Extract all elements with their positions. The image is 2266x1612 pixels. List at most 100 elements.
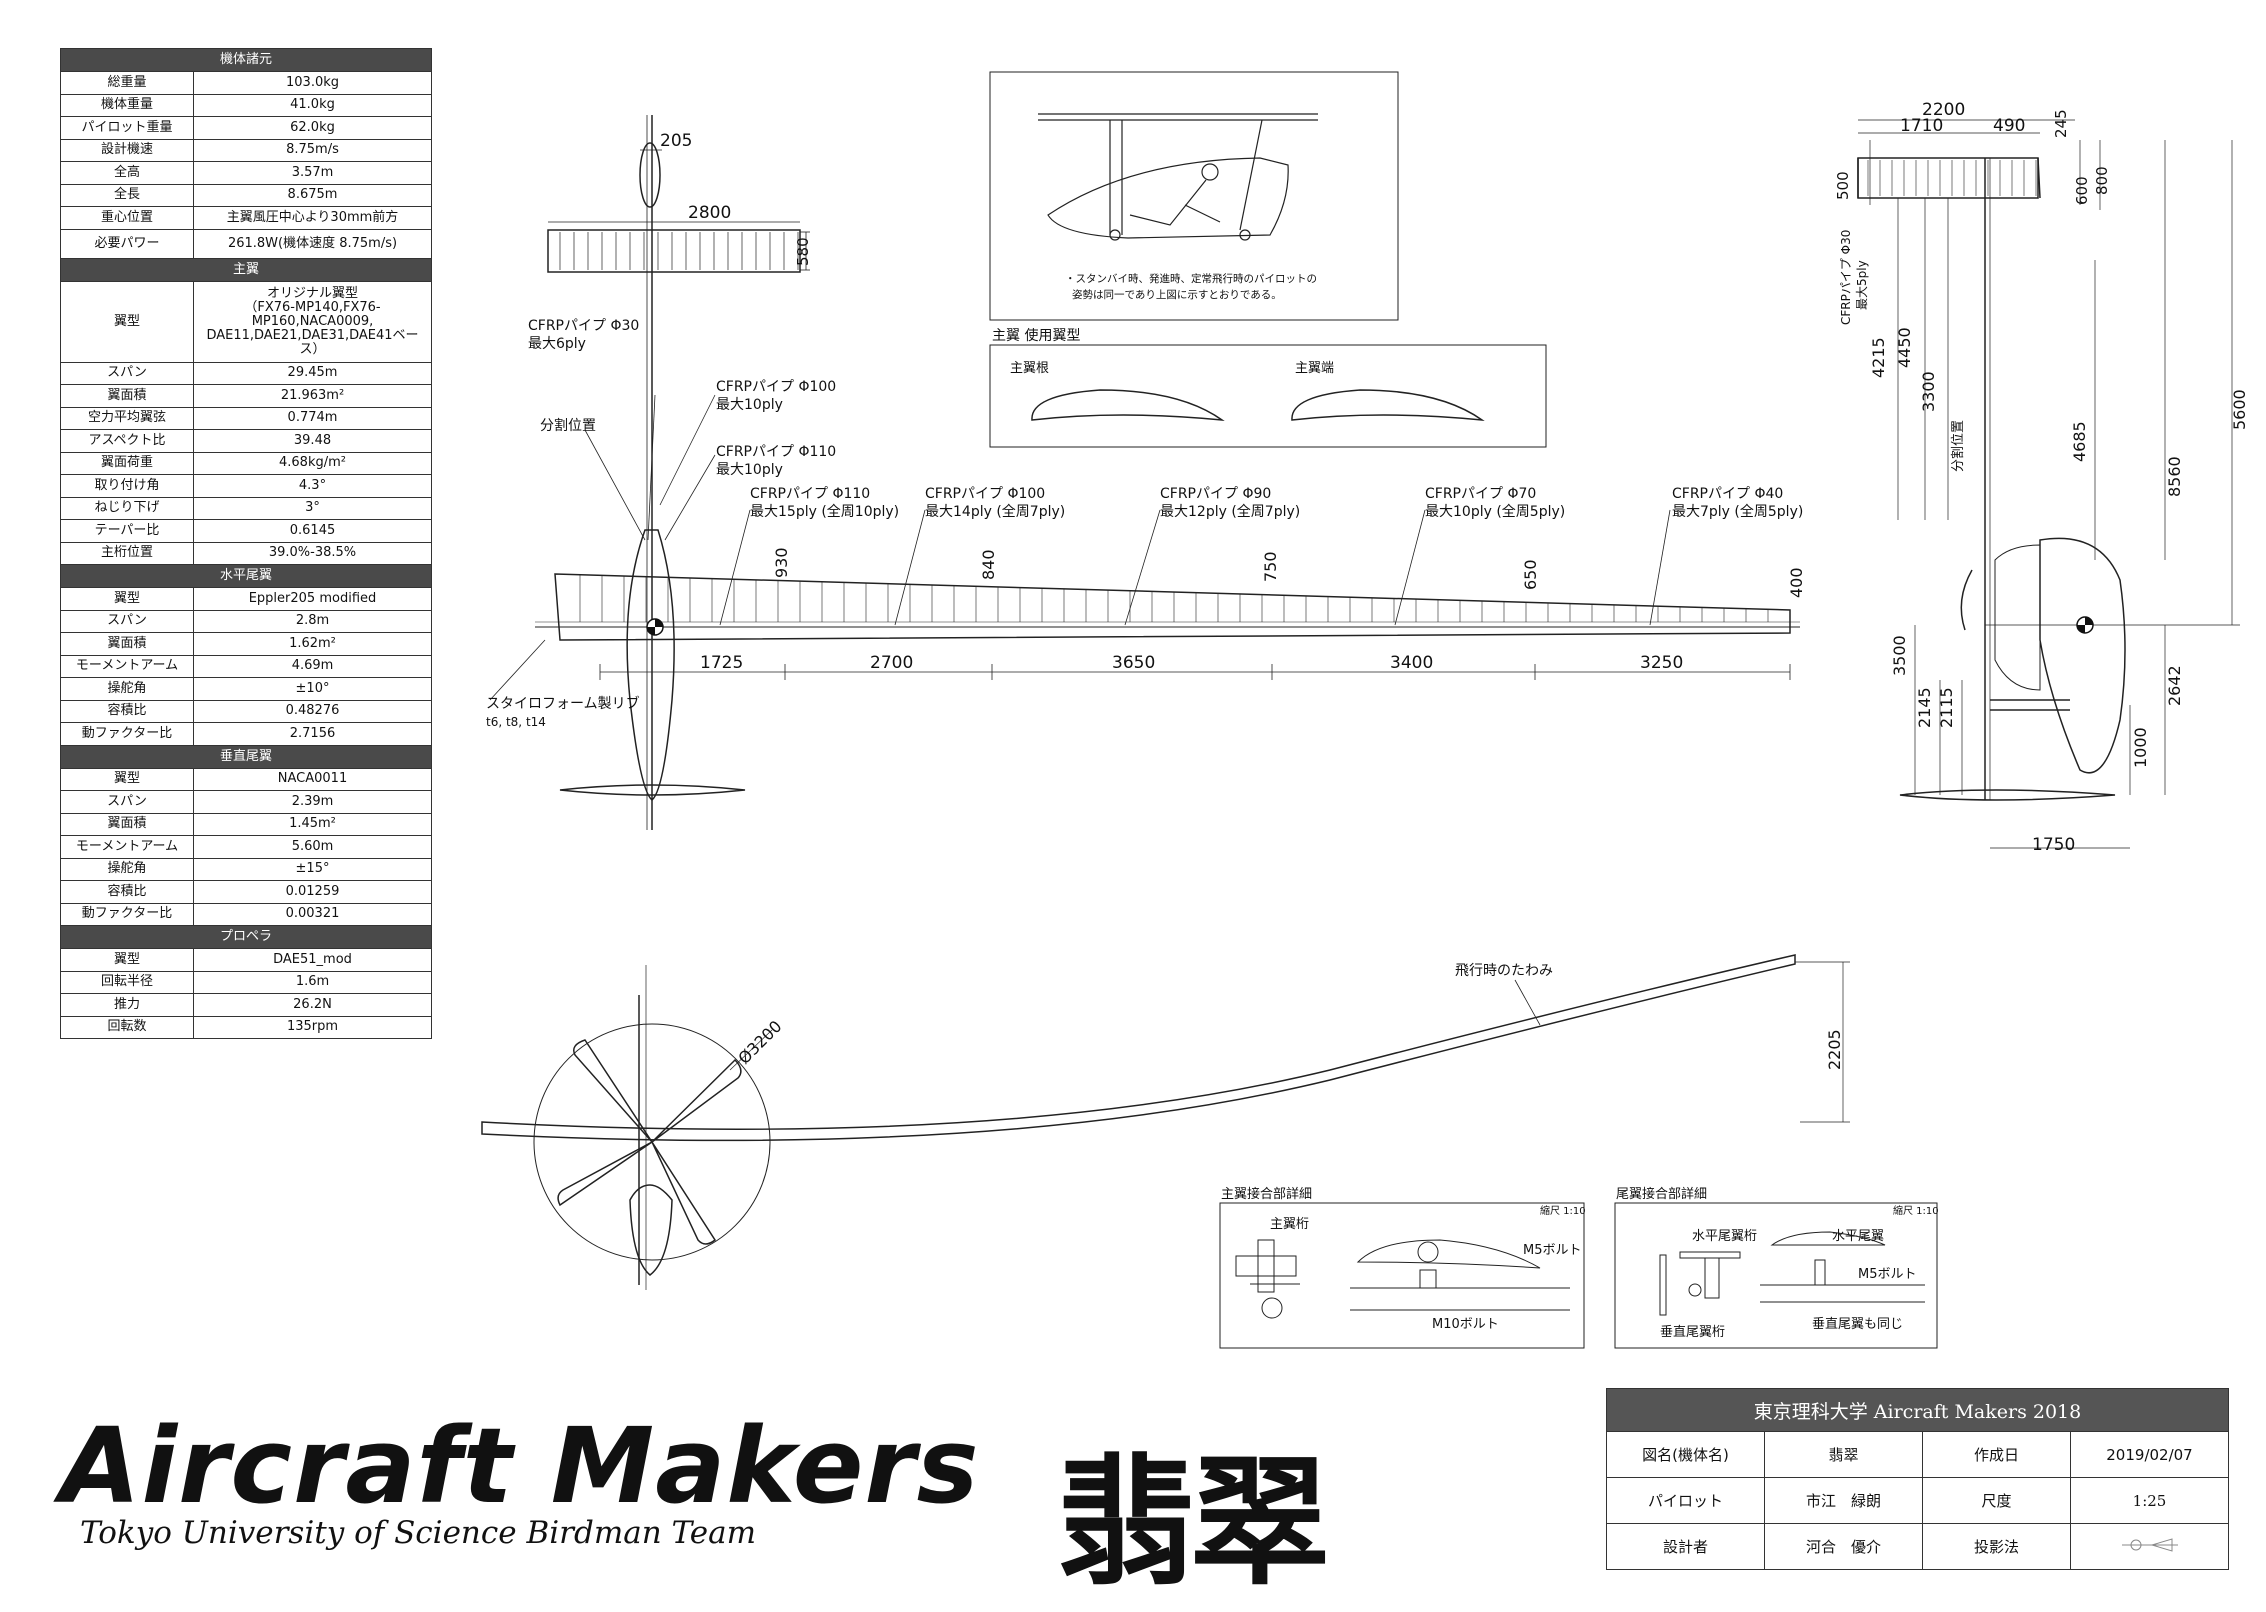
- spec-section-title: プロペラ: [60, 925, 432, 949]
- spec-key: モーメントアーム: [60, 654, 194, 678]
- spec-key: 翼型: [60, 587, 194, 611]
- airfoil-tip-label: 主翼端: [1295, 361, 1334, 376]
- spec-value: 0.774m: [193, 406, 432, 430]
- joint-main-title: 主翼接合部詳細: [1221, 1186, 1312, 1202]
- spec-section-title: 機体諸元: [60, 48, 432, 72]
- pilot-posture-inset: [1038, 113, 1318, 241]
- label-rib-thickness: t6, t8, t14: [486, 715, 546, 729]
- canard-top: [559, 784, 746, 796]
- label-cfrp90-ply: 最大12ply (全周7ply): [1160, 503, 1300, 520]
- spec-value: 主翼風圧中心より30mm前方: [193, 206, 432, 230]
- tb-label-designer: 設計者: [1606, 1523, 1765, 1570]
- label-cfrp40-ply: 最大7ply (全周5ply): [1672, 503, 1803, 520]
- spec-key: パイロット重量: [60, 116, 194, 140]
- fuselage-front: [629, 1184, 673, 1276]
- joint-tail-m5: M5ボルト: [1858, 1267, 1917, 1282]
- dim-3250: 3250: [1640, 653, 1683, 673]
- label-split: 分割位置: [540, 417, 596, 434]
- spec-key: 全長: [60, 183, 194, 207]
- airfoil-title: 主翼 使用翼型: [992, 327, 1080, 344]
- spec-key: 取り付け角: [60, 474, 194, 498]
- r-split: 分割位置: [1950, 420, 1966, 472]
- label-cfrp110b-ply: 最大15ply (全周10ply): [750, 503, 899, 520]
- main-wing-top: [535, 573, 1800, 680]
- dim-1725: 1725: [700, 653, 743, 673]
- plane-name: 翡翠: [1056, 1442, 1330, 1605]
- label-cfrp30-ply: 最大6ply: [528, 336, 586, 352]
- label-cfrp70: CFRPパイプ Φ70: [1425, 486, 1536, 502]
- spec-value: 8.675m: [193, 183, 432, 207]
- label-cfrp100a-ply: 最大10ply: [716, 397, 783, 413]
- fairing-side: [2039, 537, 2126, 774]
- label-cfrp30: CFRPパイプ Φ30: [528, 318, 639, 334]
- label-cfrp110a-ply: 最大10ply: [716, 462, 783, 478]
- title-block: 東京理科大学 Aircraft Makers 2018 図名(機体名) 翡翠 作…: [1606, 1388, 2229, 1570]
- spec-value: 62.0kg: [193, 116, 432, 140]
- dim-4685: 4685: [2070, 421, 2089, 462]
- r-cfrp: CFRPパイプ Φ30: [1839, 230, 1853, 325]
- tb-label-pilot: パイロット: [1606, 1477, 1765, 1524]
- note-line2: 姿勢は同一であり上図に示すとおりである。: [1072, 288, 1282, 301]
- spec-value: DAE51_mod: [193, 948, 432, 972]
- spec-section-header: 水平尾翼: [60, 564, 432, 588]
- airfoil-root-shape: [1031, 389, 1225, 422]
- joint-main-scale: 縮尺 1:10: [1540, 1204, 1586, 1217]
- dim-580: 580: [794, 237, 812, 266]
- label-cfrp100a: CFRPパイプ Φ100: [716, 379, 836, 395]
- tb-label-date: 作成日: [1922, 1431, 2071, 1478]
- logo-title: Aircraft Makers: [60, 1405, 980, 1527]
- spec-key: 翼型: [60, 280, 194, 363]
- label-cfrp100b-ply: 最大14ply (全周7ply): [925, 503, 1065, 520]
- joint-main-spar: 主翼桁: [1270, 1217, 1309, 1232]
- spec-row: 重心位置主翼風圧中心より30mm前方: [60, 206, 432, 230]
- dim-2642: 2642: [2165, 665, 2184, 706]
- tb-value-designer: 河合 優介: [1764, 1523, 1923, 1570]
- spec-key: 回転数: [60, 1015, 194, 1039]
- dim-500: 500: [1834, 171, 1852, 200]
- label-cfrp90: CFRPパイプ Φ90: [1160, 486, 1271, 502]
- tb-value-pilot: 市江 緑朗: [1764, 1477, 1923, 1524]
- tb-label-projection: 投影法: [1922, 1523, 2071, 1570]
- dim-600: 600: [2073, 176, 2091, 205]
- tb-value-date: 2019/02/07: [2070, 1431, 2229, 1478]
- spec-value: 4.3°: [193, 474, 432, 498]
- spec-section-title: 垂直尾翼: [60, 744, 432, 769]
- spec-value: 41.0kg: [193, 93, 432, 117]
- spec-row: 翼型オリジナル翼型 （FX76-MP140,FX76-MP160,NACA000…: [60, 280, 432, 363]
- r-cfrp-ply: 最大5ply: [1855, 260, 1869, 310]
- tb-label-scale: 尺度: [1922, 1477, 2071, 1524]
- center-of-gravity-icon: [646, 616, 2094, 636]
- joint-tail-scale: 縮尺 1:10: [1893, 1204, 1939, 1217]
- tb-label-drawing: 図名(機体名): [1606, 1431, 1765, 1478]
- dim-2115: 2115: [1937, 687, 1956, 728]
- airfoil-tip-shape: [1291, 389, 1485, 422]
- dim-840: 840: [979, 549, 998, 580]
- drawing-canvas: 205 2800 580 CFRPパイプ Φ30 最大6ply CFRPパイプ …: [481, 71, 2249, 1349]
- spec-value: 21.963m²: [193, 384, 432, 408]
- tail-fin-top: [639, 142, 661, 208]
- logo-subtitle: Tokyo University of Science Birdman Team: [80, 1515, 757, 1551]
- spec-key: 全高: [60, 161, 194, 185]
- dim-1000: 1000: [2131, 727, 2150, 768]
- joint-main-m10: M10ボルト: [1432, 1317, 1499, 1332]
- spec-key: 翼面積: [60, 632, 194, 656]
- joint-tail-same: 垂直尾翼も同じ: [1812, 1317, 1903, 1332]
- spec-key: 必要パワー: [60, 228, 194, 259]
- dim-245: 245: [2052, 109, 2070, 138]
- label-cfrp100b: CFRPパイプ Φ100: [925, 486, 1045, 502]
- propeller-disc: [533, 1023, 771, 1261]
- label-cfrp110a: CFRPパイプ Φ110: [716, 444, 836, 460]
